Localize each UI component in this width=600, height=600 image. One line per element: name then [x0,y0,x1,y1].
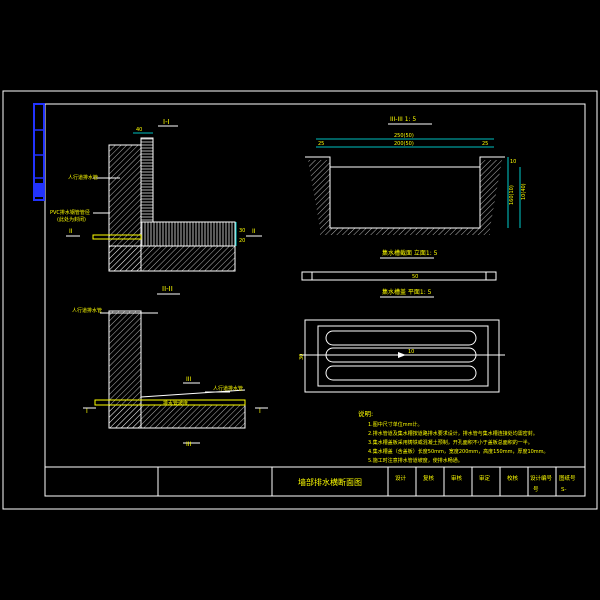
note-line-3: 3.集水槽盖板采用铸铁或混凝土预制，开孔面积不小于盖板总面积的一半。 [368,439,533,446]
section-1-note-1: 人行道排水管 [68,174,98,181]
inner-frame [44,103,586,497]
note-line-2: 2.排水管道及集水槽按道路排水要求设计，排水管与集水槽连接处均需密封。 [368,430,538,437]
tb-cell-3: 审核 [451,474,463,482]
section-2-note-1: 人行道排水管 [72,307,102,314]
plan-dim-side-right: 25 [482,141,488,147]
drawing-title: 墙部排水横断面图 [298,477,362,487]
section-2-mark-m1: III [186,376,192,383]
section-3: III-III 1: 5 250(50) 200(50) 25 25 160(1… [305,116,527,259]
section-1-dim-r2: 20 [239,238,245,244]
section-1-label: I-I [163,118,170,126]
section-1-dim-top: 40 [136,127,142,133]
plan-dim-strip: 50 [412,274,418,280]
section-2-mark-right: I [259,408,261,415]
notes-heading: 说明: [358,409,373,418]
tb-cell-7: 图纸号 [559,474,576,482]
plan-dim-side-left: 25 [318,141,324,147]
grate-dim-left: 30 [299,354,305,360]
plan-label-a: 集水槽截面 立面1: 5 [382,249,438,257]
section-2-label: II-II [162,285,173,293]
section-3-label: III-III 1: 5 [390,116,416,123]
tb-cell-1: 设计 [395,474,407,482]
tb-cell-6: 设计编号 [530,474,553,482]
section-1-mark-right: II [252,228,256,235]
section-2-mark-m2: III [186,441,192,448]
outer-frame [2,90,598,510]
grate-dim-mark: 10 [408,349,414,355]
section-1-mark-left: II [69,228,73,235]
tb-sub-6: 号 [533,486,539,493]
side-tabs[interactable] [33,103,45,201]
plan-dim-right-b: 10(40) [521,183,527,200]
cover-strip: 50 集水槽盖 平面1: 5 [301,271,497,298]
section-1-note-2: PVC排水钢管管径 [50,209,90,216]
section-1: I-I 40 30 20 II II 人行道排水管 PVC排水钢管管径 (此处为… [50,118,262,272]
note-line-4: 4.集水槽盖（含盖板）长度50mm，宽度200mm，高度150mm，厚度10mm… [368,448,549,455]
plan-label-b: 集水槽盖 平面1: 5 [382,288,432,296]
note-line-5: 5.施工时注意排水管道坡度，使排水畅通。 [368,457,463,464]
notes-block: 说明: 1.图中尺寸单位mm计。 2.排水管道及集水槽按道路排水要求设计，排水管… [358,409,549,464]
section-1-dim-r1: 30 [239,228,245,234]
title-block: 墙部排水横断面图 设计 复核 审核 审定 校核 设计编号 图纸号 号 S- [45,466,585,496]
section-1-note-3: (此处为封闭) [57,216,86,223]
tb-cell-2: 复核 [423,474,435,482]
plan-dim-top-inner: 200(50) [394,141,414,147]
plan-dim-top-total: 250(50) [394,133,414,139]
note-line-1: 1.图中尺寸单位mm计。 [368,421,423,428]
tb-sub-7: S- [561,487,566,493]
plan-dim-right-c: 10 [510,159,516,165]
tb-cell-4: 审定 [479,474,491,482]
plan-dim-right-a: 160(10) [509,185,515,205]
section-2-note-2: 人行道排水管 [213,385,243,392]
grate-plan: 30 10 [299,319,505,393]
tb-cell-5: 校核 [507,474,519,482]
section-2-mark-left: I [86,408,88,415]
section-2-note-3: 排水管坡度 [163,400,188,407]
section-2: II-II 人行道排水管 人行道排水管 排水管坡度 III III I I [72,285,268,448]
